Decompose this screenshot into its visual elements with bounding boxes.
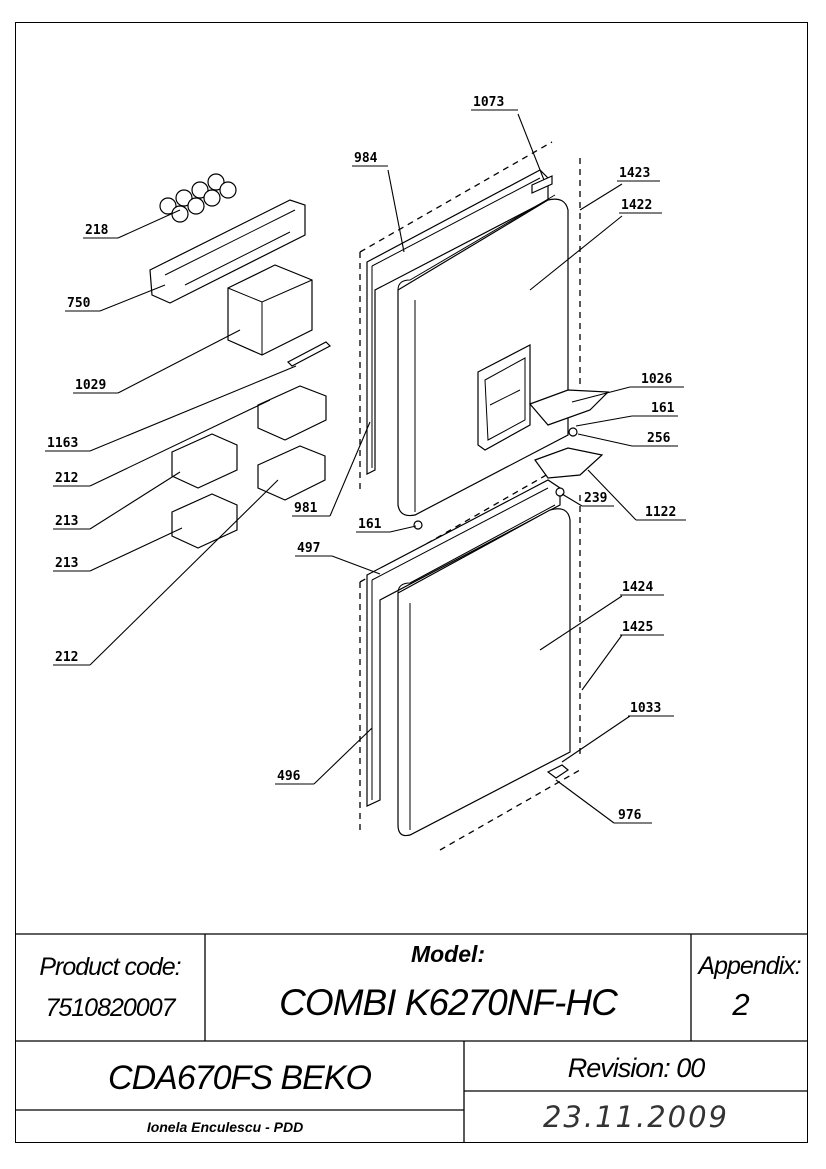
part-label: 496 bbox=[277, 769, 301, 784]
title-block-grid bbox=[15, 933, 808, 1143]
part-label: 239 bbox=[584, 491, 607, 506]
part-label: 1026 bbox=[641, 372, 672, 387]
bottom-hinge bbox=[546, 764, 570, 779]
leader-lines bbox=[89, 113, 637, 824]
part-label: 212 bbox=[55, 650, 78, 665]
part-label: 213 bbox=[55, 514, 78, 529]
product-name: CDA670FS BEKO bbox=[108, 1058, 372, 1097]
drip-tray bbox=[534, 447, 604, 479]
part-label: 750 bbox=[67, 296, 91, 311]
product-code-label: Product code: bbox=[39, 952, 181, 981]
part-label: 256 bbox=[647, 431, 671, 446]
part-label: 1033 bbox=[630, 701, 661, 716]
date: 23.11.2009 bbox=[542, 1100, 730, 1134]
upper-door-gasket bbox=[366, 169, 549, 475]
model-label: Model: bbox=[410, 940, 486, 967]
door-shelf-213-upper bbox=[171, 433, 238, 489]
part-label: 1422 bbox=[621, 198, 652, 213]
part-label: 981 bbox=[294, 501, 318, 516]
dispenser-cover bbox=[528, 389, 610, 426]
drawing-frame bbox=[15, 22, 808, 1143]
upper-door-panel bbox=[397, 198, 569, 517]
egg-tray bbox=[159, 173, 237, 223]
part-label: 1423 bbox=[619, 166, 650, 181]
lower-door-panel bbox=[397, 508, 571, 837]
door-shelf-212-lower bbox=[257, 445, 326, 501]
part-label: 1163 bbox=[47, 436, 78, 451]
part-labels: 1073 984 1423 1422 218 750 1029 1163 212… bbox=[45, 95, 686, 824]
appendix-label: Appendix: bbox=[698, 951, 801, 980]
model-value: COMBI K6270NF-HC bbox=[279, 982, 618, 1023]
handle-cap bbox=[531, 175, 553, 194]
part-label: 984 bbox=[354, 151, 378, 166]
author: Ionela Enculescu - PDD bbox=[146, 1119, 304, 1135]
water-tank bbox=[227, 264, 313, 356]
part-label: 976 bbox=[618, 808, 642, 823]
bottle-shelf bbox=[149, 199, 306, 304]
part-label: 1424 bbox=[622, 580, 653, 595]
lower-door-assembly-outline bbox=[359, 469, 581, 851]
revision: Revision: 00 bbox=[567, 1052, 706, 1083]
upper-door-assembly-outline bbox=[359, 141, 581, 492]
part-label: 213 bbox=[55, 556, 78, 571]
part-label: 161 bbox=[358, 517, 382, 532]
part-label: 497 bbox=[297, 541, 320, 556]
hinge-bush-middle bbox=[568, 427, 578, 437]
hinge-bush-upper bbox=[413, 520, 423, 530]
part-label: 218 bbox=[85, 223, 109, 238]
part-label: 1425 bbox=[622, 620, 653, 635]
product-code-value: 7510820007 bbox=[45, 993, 175, 1022]
part-label: 212 bbox=[55, 471, 78, 486]
part-label: 1122 bbox=[645, 505, 676, 520]
door-shelf-213-lower bbox=[171, 493, 238, 549]
door-bar bbox=[286, 341, 332, 367]
lower-door-gasket bbox=[366, 479, 561, 807]
part-label: 1073 bbox=[473, 95, 504, 110]
door-shelf-212-upper bbox=[257, 385, 327, 441]
part-label: 161 bbox=[651, 401, 675, 416]
appendix-value: 2 bbox=[732, 987, 750, 1022]
part-label: 1029 bbox=[75, 378, 106, 393]
